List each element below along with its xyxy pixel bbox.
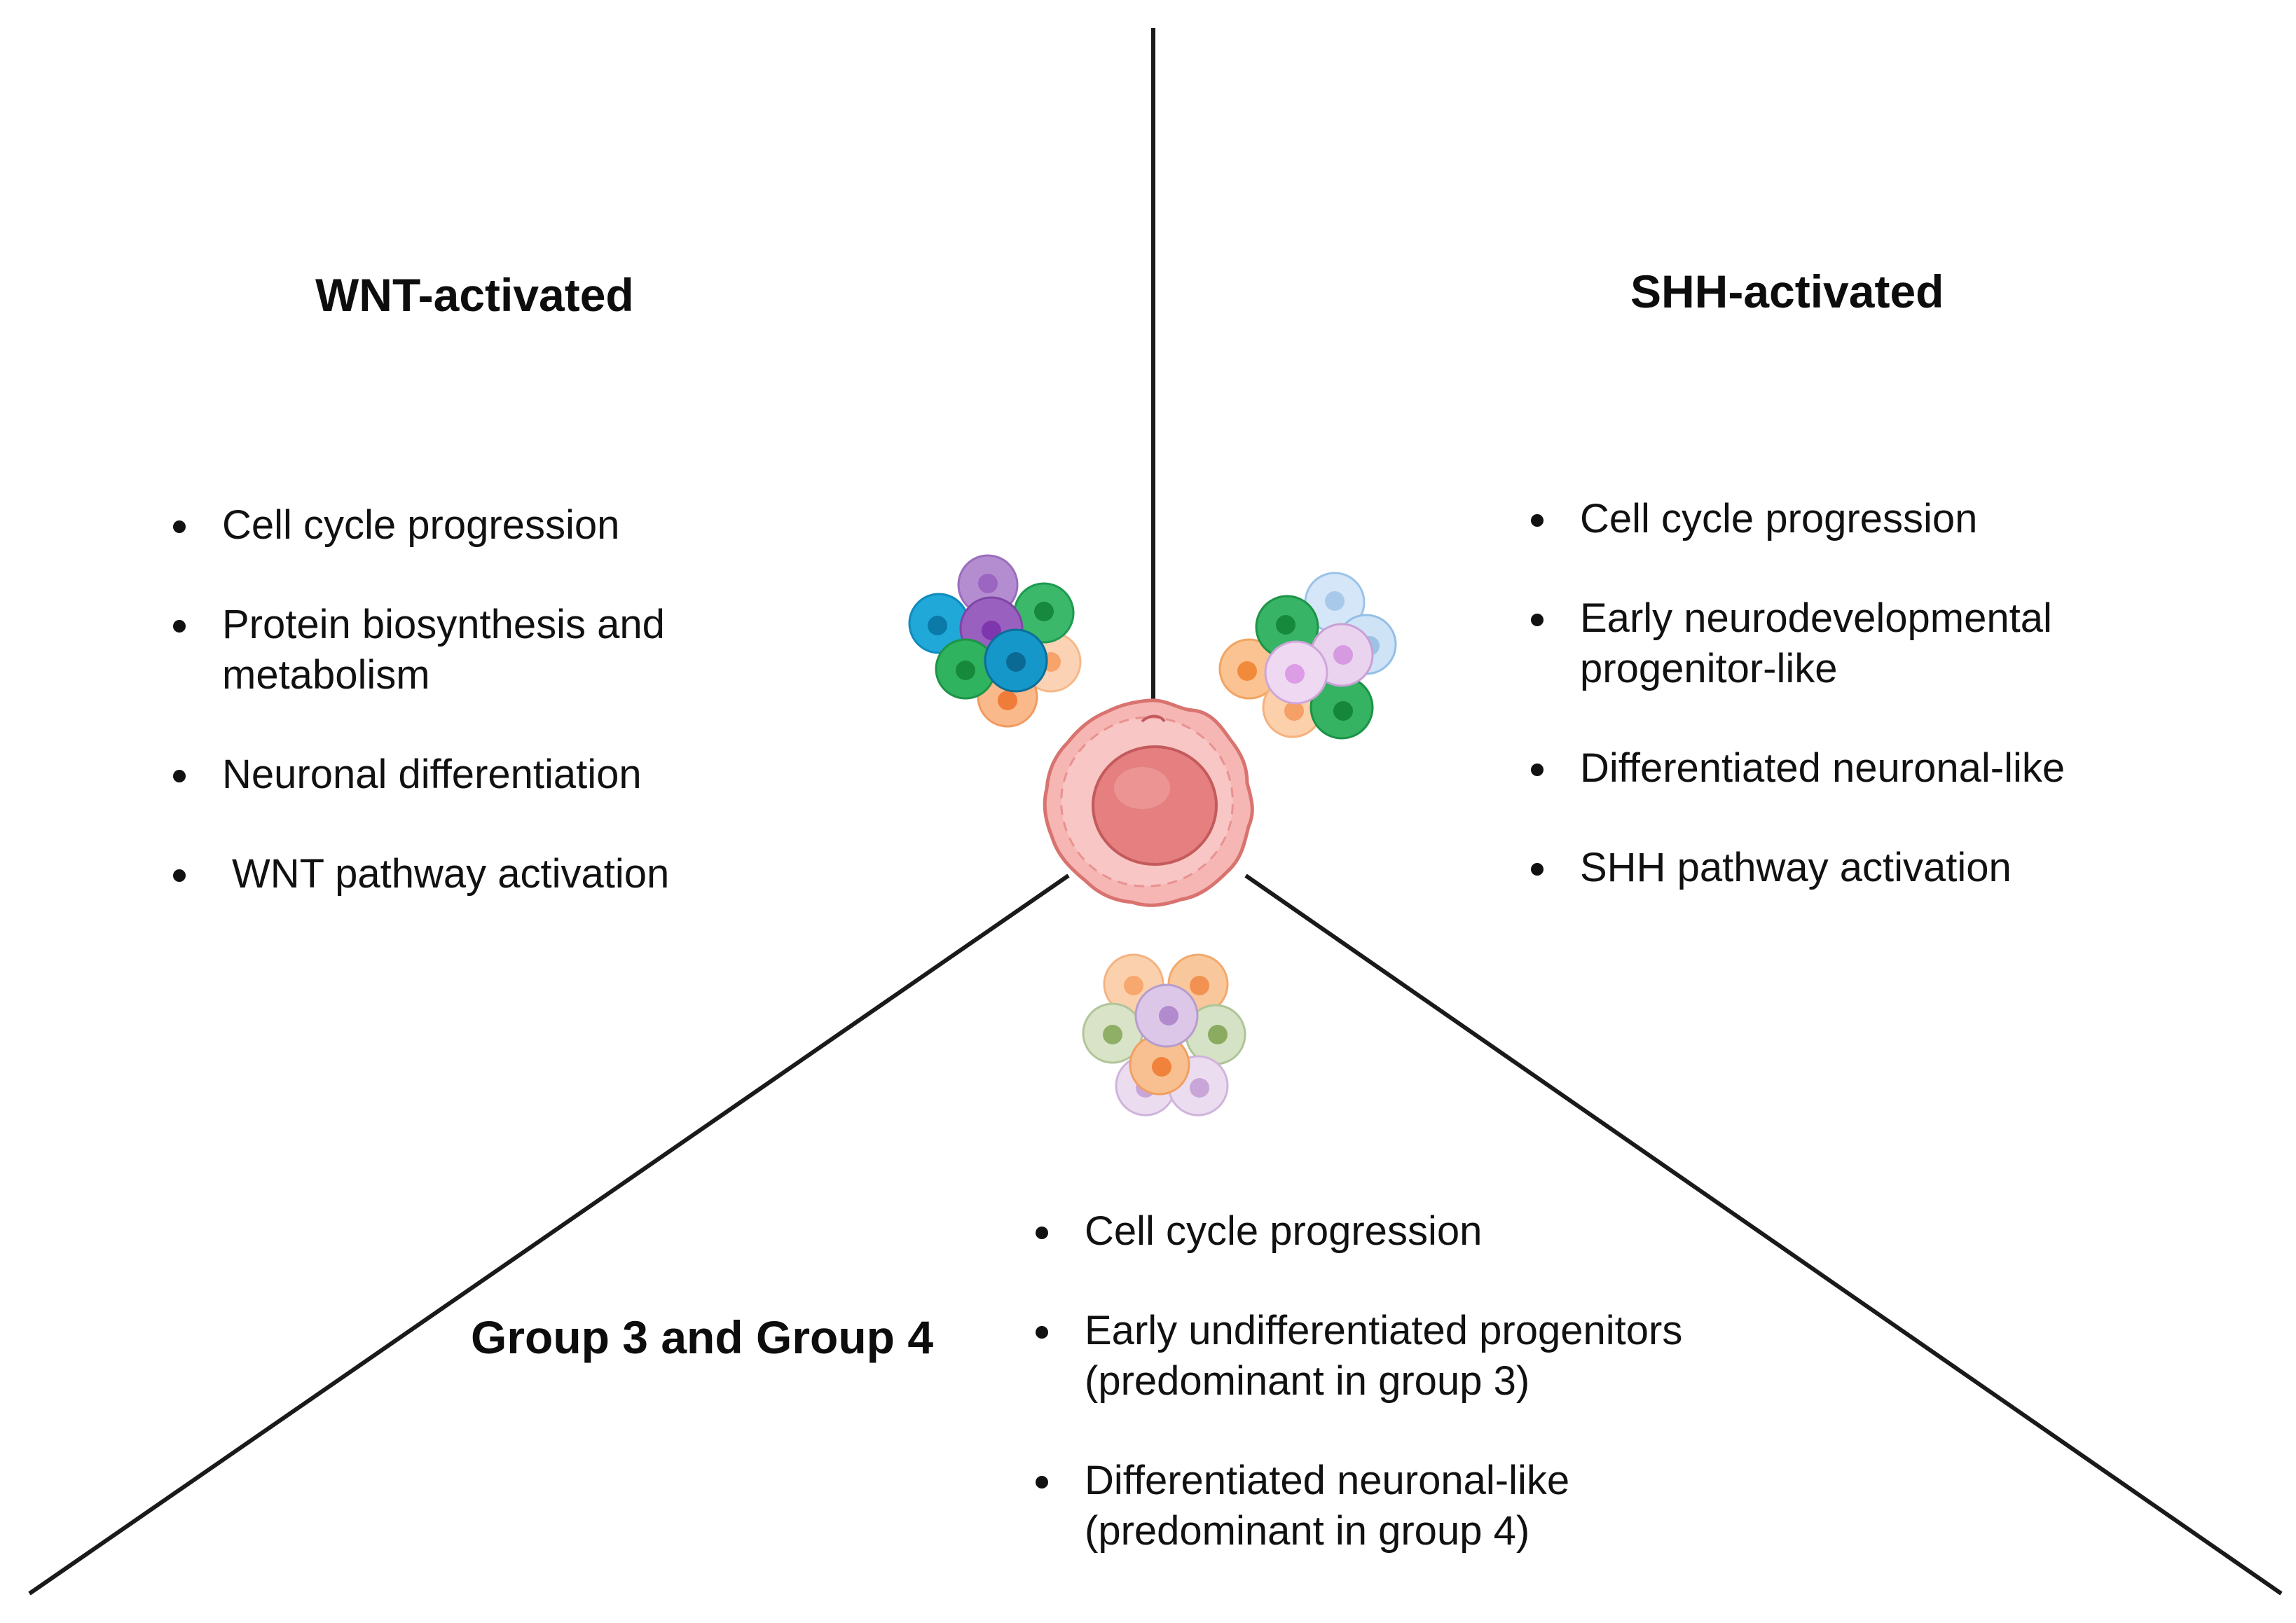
wnt-cell-cluster-icon <box>908 554 1082 728</box>
tumor-cell-surface-fold <box>1141 714 1166 723</box>
shh-cell-cluster-icon <box>1218 572 1397 740</box>
tumor-cell-icon <box>1043 698 1254 907</box>
divider-left-diagonal <box>28 873 1070 1596</box>
list-item: Cell cycle progression <box>173 500 669 551</box>
shh-feature-list: Cell cycle progression Early neurodevelo… <box>1531 494 2065 942</box>
wnt-feature-list: Cell cycle progression Protein biosynthe… <box>173 500 669 948</box>
list-item: Differentiated neuronal-like <box>1531 743 2065 794</box>
group3-group4-title: Group 3 and Group 4 <box>471 1311 934 1363</box>
tumor-cell-nucleus-highlight <box>1114 767 1170 809</box>
list-item: WNT pathway activation <box>173 849 669 899</box>
list-item: SHH pathway activation <box>1531 843 2065 893</box>
list-item: Neuronal differentiation <box>173 750 669 800</box>
list-item: Cell cycle progression <box>1036 1206 1682 1257</box>
list-item: Cell cycle progression <box>1531 494 2065 544</box>
group34-feature-list: Cell cycle progression Early undifferent… <box>1036 1206 1682 1605</box>
group34-cell-cluster-icon <box>1082 953 1246 1117</box>
shh-activated-title: SHH-activated <box>1630 265 1944 317</box>
list-item: Differentiated neuronal-like(predominant… <box>1036 1456 1682 1556</box>
divider-right-diagonal <box>1244 873 2283 1596</box>
wnt-activated-title: WNT-activated <box>315 269 634 321</box>
list-item: Early undifferentiated progenitors(predo… <box>1036 1306 1682 1407</box>
